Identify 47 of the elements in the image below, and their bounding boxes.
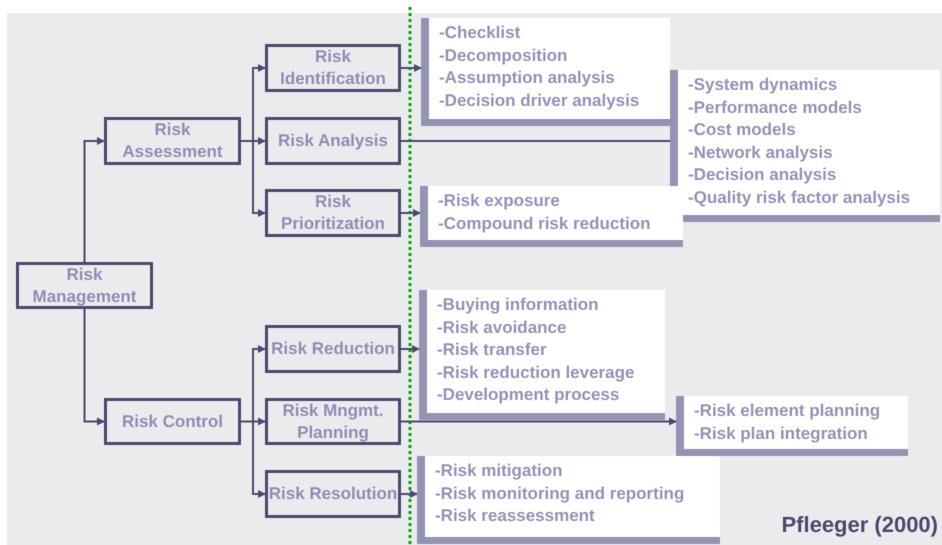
process-box: Risk Analysis [265, 117, 401, 165]
list-item: -Decision analysis [688, 164, 838, 186]
bulleted-list-card [420, 186, 683, 247]
process-box: Risk Identification [265, 44, 401, 92]
bulleted-list-card [419, 290, 665, 420]
arrow [401, 490, 418, 498]
list-item: -Checklist [439, 22, 522, 44]
bulleted-list-card [417, 456, 720, 544]
list-item: -Decomposition [439, 44, 568, 67]
list-item: -Risk element planning [694, 400, 882, 422]
process-box: Risk Management [16, 262, 153, 309]
arrow [241, 140, 266, 217]
arrow [241, 420, 266, 498]
process-box: Risk Control [104, 398, 241, 445]
list-item: -Network analysis [688, 142, 834, 164]
bulleted-list-card [670, 70, 940, 222]
list-item: -Compound risk reduction [438, 212, 652, 235]
list-item: -Buying information [437, 294, 600, 316]
list-item: -Decision driver analysis [439, 90, 640, 112]
process-box: Risk Prioritization [265, 189, 401, 237]
list-item: -Cost models [688, 119, 797, 142]
arrow [401, 418, 677, 426]
arrow [84, 309, 105, 426]
process-box: Risk Assessment [104, 117, 241, 165]
bulleted-list-card [676, 396, 908, 456]
list-item: -Development process [437, 384, 620, 406]
list-item: -Risk transfer [437, 339, 548, 362]
bulleted-list-card [421, 18, 670, 126]
list-item: -Risk reassessment [435, 505, 596, 528]
list-item: -System dynamics [688, 74, 838, 96]
list-item: -Quality risk factor analysis [688, 186, 912, 209]
list-item: -Performance models [688, 96, 863, 119]
arrow [84, 137, 105, 262]
list-item: -Risk exposure [438, 190, 561, 212]
list-item: -Assumption analysis [439, 67, 616, 90]
list-item: -Risk reduction leverage [437, 362, 636, 384]
list-item: -Risk mitigation [435, 460, 564, 482]
arrow [401, 64, 422, 72]
arrow [401, 345, 420, 353]
list-item: -Risk plan integration [694, 422, 869, 445]
citation-text: Pfleeger (2000) [781, 511, 938, 539]
process-box: Risk Reduction [265, 325, 401, 373]
process-box: Risk Resolution [265, 470, 401, 518]
list-item: -Risk monitoring and reporting [435, 482, 686, 505]
arrow [401, 209, 421, 217]
list-item: -Risk avoidance [437, 316, 568, 339]
process-box: Risk Mngmt. Planning [265, 398, 401, 445]
